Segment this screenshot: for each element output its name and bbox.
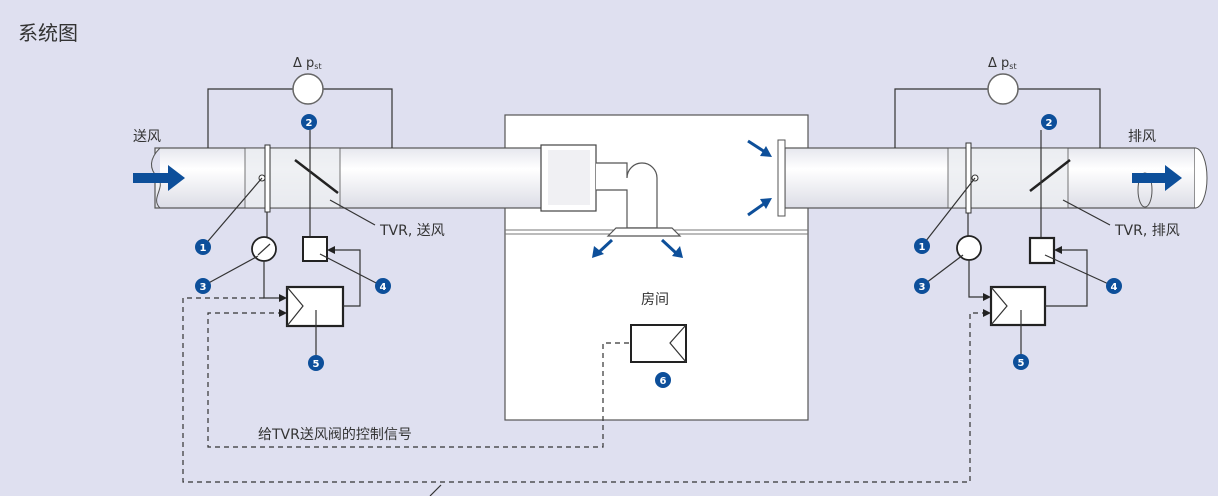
badge-3: 3	[195, 278, 211, 294]
supply-control-signal-line	[207, 312, 631, 448]
svg-text:1: 1	[200, 243, 207, 254]
supply-duct	[151, 144, 546, 213]
supply-tvr-label: TVR, 送风	[379, 223, 445, 239]
exhaust-outflow-arrow-icon	[1132, 165, 1182, 191]
page-title: 系统图	[18, 21, 78, 45]
badge-5: 5	[308, 355, 324, 371]
svg-text:3: 3	[200, 282, 207, 293]
supply-label: 送风	[133, 129, 161, 145]
supply-controller	[285, 285, 345, 328]
svg-text:2: 2	[306, 118, 313, 129]
exhaust-pressure-gauge	[987, 73, 1019, 105]
svg-text:5: 5	[313, 359, 320, 370]
exhaust-controller	[989, 285, 1047, 327]
svg-text:3: 3	[919, 282, 926, 293]
supply-inflow-arrow-icon	[133, 165, 185, 191]
svg-text:2: 2	[1046, 118, 1053, 129]
svg-text:5: 5	[1018, 358, 1025, 369]
exhaust-actuator	[1028, 236, 1056, 265]
exhaust-label: 排风	[1128, 129, 1156, 145]
badge-1: 1	[195, 239, 211, 255]
exhaust-pressure-label: Δ pst	[988, 56, 1017, 71]
supply-pressure-label: Δ pst	[293, 56, 322, 71]
svg-text:6: 6	[660, 376, 667, 387]
badge-3: 3	[914, 278, 930, 294]
badge-1: 1	[914, 238, 930, 254]
air-handling-unit	[540, 144, 682, 237]
room-sensor	[630, 324, 687, 363]
supply-pressure-gauge	[292, 73, 324, 105]
exhaust-tvr-label: TVR, 排风	[1114, 223, 1180, 239]
badge-6: 6	[655, 372, 671, 388]
svg-text:4: 4	[380, 282, 387, 293]
badge-2: 2	[1041, 114, 1057, 130]
supply-damper-blade	[294, 159, 339, 194]
control-signal-label: 给TVR送风阀的控制信号	[258, 427, 412, 443]
badge-2: 2	[301, 114, 317, 130]
svg-text:1: 1	[919, 242, 926, 253]
badge-5: 5	[1013, 354, 1029, 370]
svg-text:4: 4	[1111, 282, 1118, 293]
badge-4: 4	[375, 278, 391, 294]
supply-actuator	[302, 236, 328, 262]
exhaust-damper-blade	[1029, 159, 1071, 192]
exhaust-inflow-arrow-icon	[747, 139, 772, 217]
badge-4: 4	[1106, 278, 1122, 294]
exhaust-duct	[777, 139, 1208, 217]
exhaust-control-signal-line	[182, 297, 987, 483]
diffuser-outflow-arrow-icon	[592, 238, 683, 258]
room-label: 房间	[641, 292, 669, 308]
